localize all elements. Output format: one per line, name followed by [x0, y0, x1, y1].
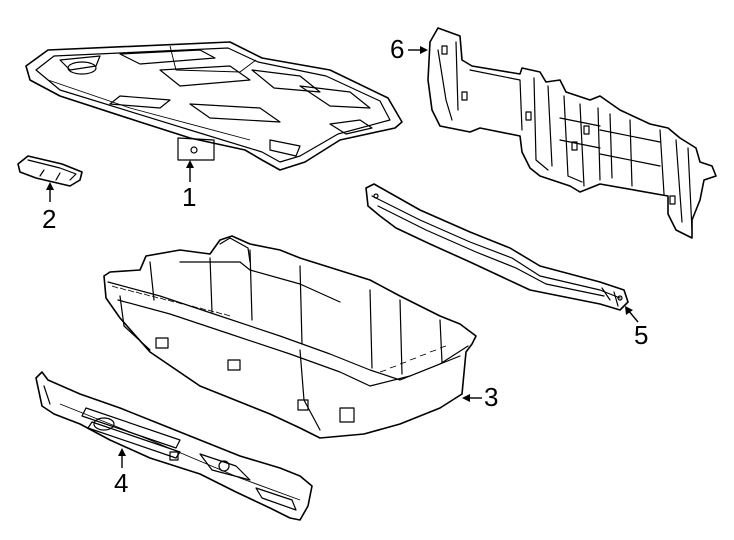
callout-1: 1 [182, 182, 197, 212]
callout-4: 4 [114, 468, 129, 498]
arrowhead-4 [118, 448, 126, 456]
callout-2: 2 [42, 204, 57, 234]
arrowhead-5 [625, 306, 633, 315]
callout-3: 3 [484, 382, 499, 412]
arrowhead-2 [46, 182, 54, 190]
part-2-clip [17, 155, 83, 187]
part-3-tub [103, 235, 477, 439]
arrowhead-3 [462, 394, 470, 402]
callout-5: 5 [634, 320, 649, 350]
callout-6: 6 [390, 34, 405, 64]
leader-lines [46, 46, 639, 468]
part-5-crossmember [365, 183, 629, 311]
part-6-bracket [427, 27, 717, 239]
arrowhead-1 [186, 160, 194, 168]
arrowhead-6 [420, 46, 428, 54]
part-4-side-rail [35, 371, 313, 521]
part-1-floor-cover [25, 41, 403, 171]
